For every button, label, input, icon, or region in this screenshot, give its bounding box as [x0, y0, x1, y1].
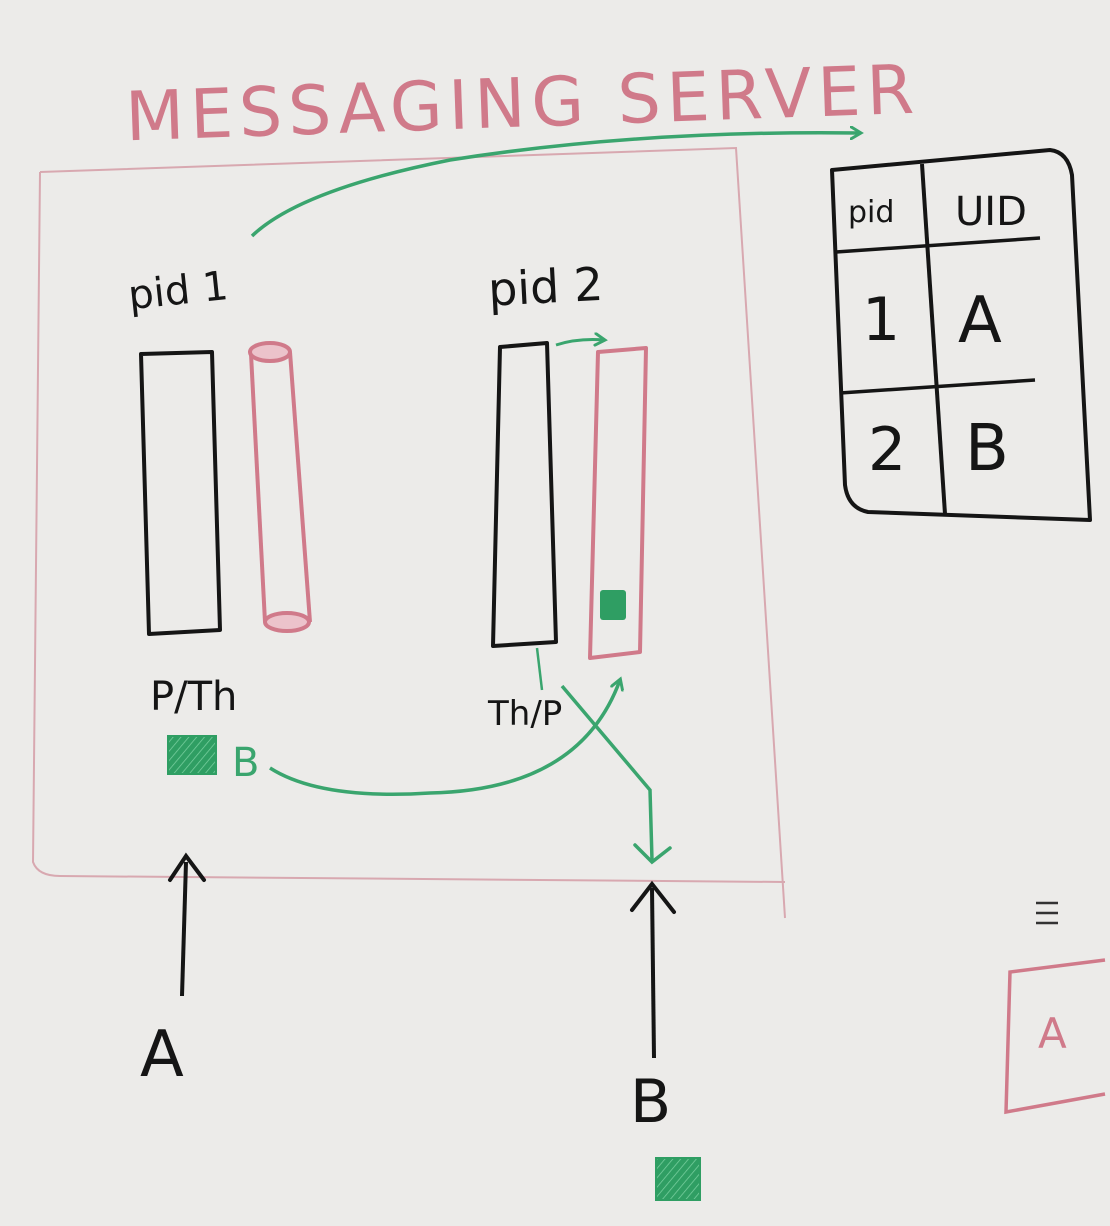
message-from-a: [167, 735, 217, 775]
table-header-uid: UID: [955, 189, 1027, 235]
process2-type-label: Th/P: [487, 694, 562, 734]
message-recipient-label: B: [232, 740, 259, 786]
table-cell-pid-2: 2: [868, 415, 906, 485]
process2-queue: [588, 346, 648, 660]
table-cell-uid-1: A: [958, 284, 1002, 358]
table-cell-uid-2: B: [965, 412, 1009, 486]
registry-arrow: [250, 133, 860, 238]
side-note-box: [1004, 958, 1106, 1115]
client-a-arrow-head: [168, 852, 206, 882]
client-a-arrow: [180, 861, 188, 997]
menu-icon: [1036, 901, 1058, 925]
diagram-title: MESSAGING SERVER: [124, 51, 921, 158]
side-note-label: A: [1038, 1009, 1067, 1058]
pid1-label: pid 1: [126, 263, 230, 319]
process1-queue: [248, 341, 312, 633]
route-arrow: [269, 680, 620, 796]
table-cell-pid-1: 1: [862, 285, 900, 355]
deliver-arrow: [560, 684, 654, 861]
deliver-link: [535, 647, 544, 691]
enqueue-arrow: [555, 340, 604, 345]
table-header-pid: pid: [848, 195, 894, 230]
client-b-label: B: [630, 1067, 671, 1137]
server-boundary: [31, 146, 786, 919]
process1-type-label: P/Th: [150, 674, 237, 720]
registry-table: [830, 148, 1092, 522]
client-b-arrow: [650, 887, 656, 1059]
client-b-arrow-head: [630, 880, 676, 914]
process1-box: [139, 350, 222, 636]
process2-box: [491, 341, 558, 648]
pid2-label: pid 2: [487, 257, 605, 317]
client-a-label: A: [140, 1018, 184, 1092]
message-at-b: [655, 1157, 701, 1201]
queued-message: [600, 590, 626, 620]
deliver-arrow-head: [633, 843, 672, 865]
